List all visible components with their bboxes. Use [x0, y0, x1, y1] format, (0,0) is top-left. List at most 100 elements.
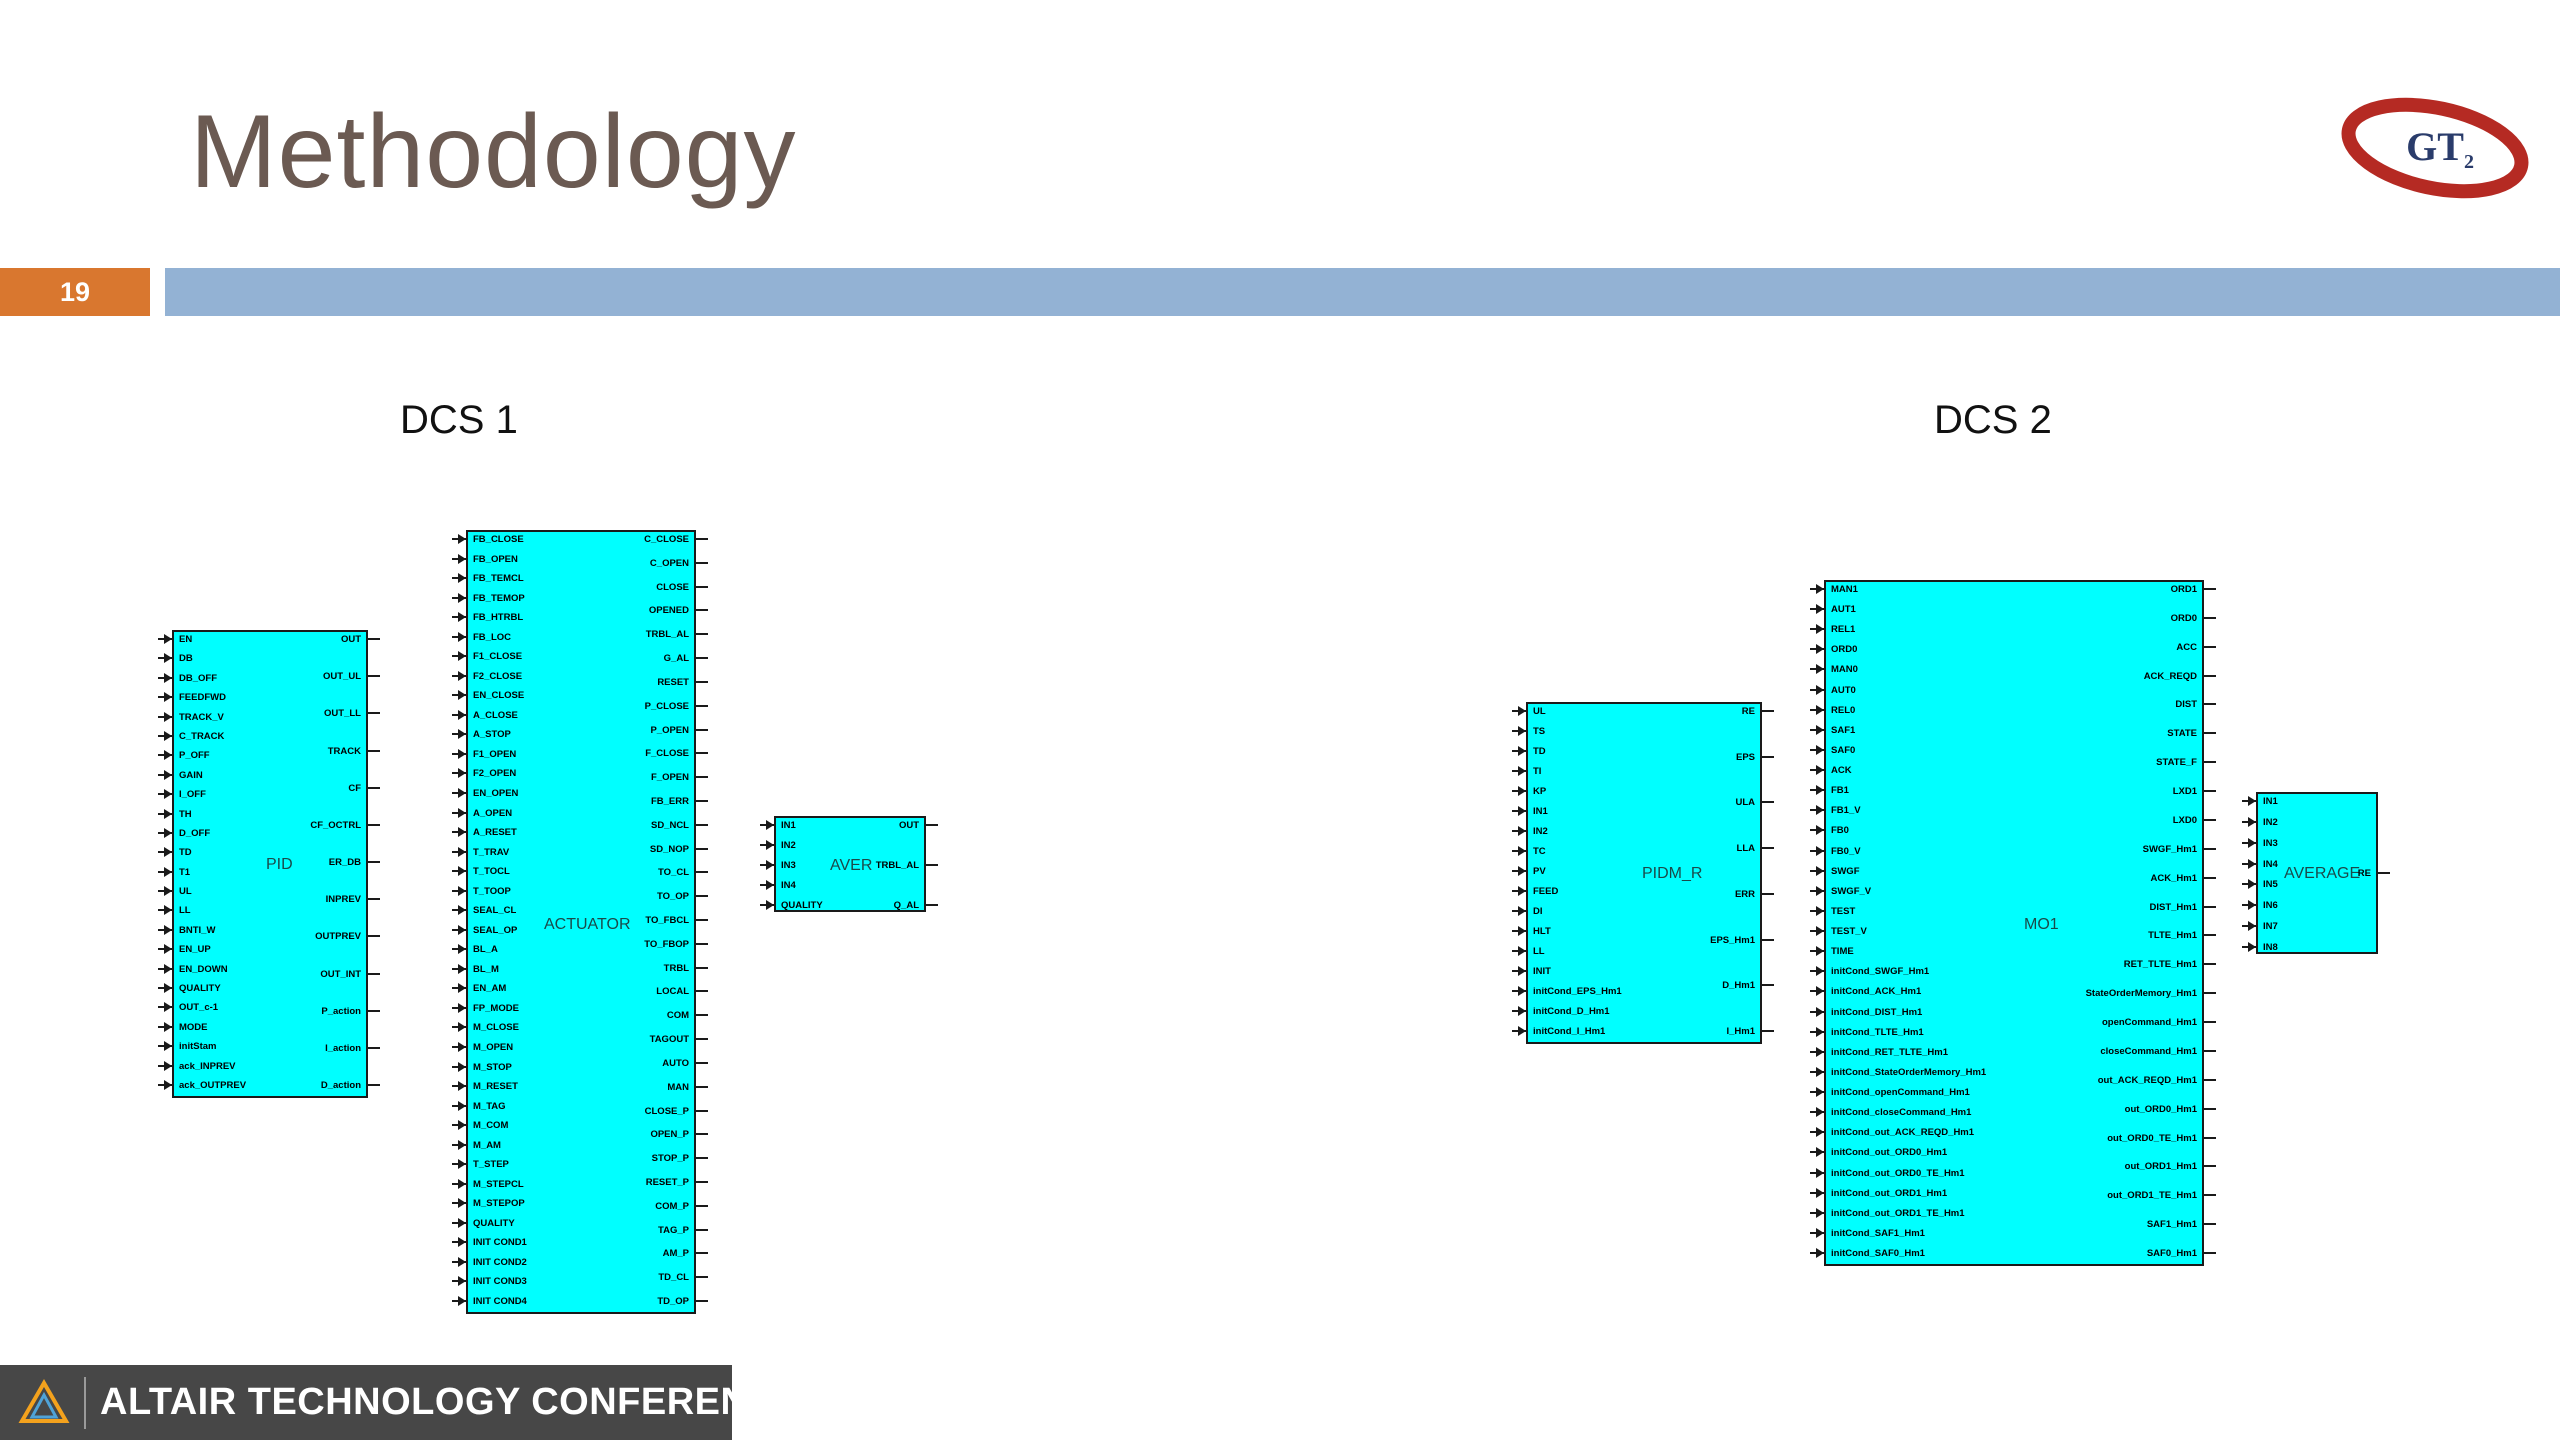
pidm-r-output-wire	[1762, 892, 1774, 895]
actuator-input-pin: FB_HTRBL	[473, 612, 524, 624]
mo1-output-pin: ACK_REQD	[2143, 670, 2197, 682]
mo1-input-arrow-icon	[1816, 604, 1824, 615]
average-input-pin: IN8	[2263, 942, 2278, 953]
actuator-input-arrow-icon	[458, 846, 466, 857]
average-input-pin: IN1	[2263, 796, 2278, 807]
pid-input-pin: QUALITY	[179, 983, 221, 995]
pid-input-arrow-icon	[164, 692, 172, 703]
pid-input-pin: D_OFF	[179, 827, 211, 839]
pid-input-pin: T1	[179, 866, 191, 878]
mo1-input-arrow-icon	[1816, 1127, 1824, 1138]
actuator-output-wire	[696, 1252, 708, 1255]
pid-output-pin: INPREV	[325, 894, 361, 906]
pidm-r-input-pin: FEED	[1533, 886, 1559, 897]
actuator-output-wire	[696, 1228, 708, 1231]
pid-input-arrow-icon	[164, 1041, 172, 1052]
aver-input-pin: IN3	[781, 860, 796, 871]
actuator-input-arrow-icon	[458, 592, 466, 603]
actuator-output-wire	[696, 1276, 708, 1279]
pidm-r-input-arrow-icon	[1518, 906, 1526, 916]
pidm-r-input-pin: TD	[1533, 746, 1546, 757]
pidm-r-label: PIDM_R	[1642, 865, 1703, 882]
actuator-output-pin: SD_NCL	[650, 819, 689, 831]
actuator-output-wire	[696, 1180, 708, 1183]
pidm-r-input-pin: INIT	[1533, 966, 1551, 977]
actuator-input-pin: F1_OPEN	[473, 748, 517, 760]
mo1-input-arrow-icon	[1816, 785, 1824, 796]
pid-output-wire	[368, 823, 380, 826]
mo1-output-pin: STATE_F	[2156, 757, 2197, 769]
aver-input-arrow-icon	[766, 840, 774, 850]
footer-separator	[84, 1377, 86, 1429]
actuator-input-pin: FB_LOC	[473, 631, 511, 643]
mo1-output-pin: STATE	[2167, 728, 2197, 740]
mo1-input-pin: SAF1	[1831, 724, 1856, 736]
pid-output-pin: OUT_UL	[323, 671, 361, 683]
aver-input-pin: IN1	[781, 820, 796, 831]
actuator-input-pin: FB_CLOSE	[473, 534, 524, 545]
mo1-input-arrow-icon	[1816, 885, 1824, 896]
actuator-output-pin: OPEN_P	[650, 1129, 689, 1141]
pid-input-arrow-icon	[164, 1021, 172, 1032]
mo1-output-wire	[2204, 1078, 2216, 1081]
pid-input-pin: DB_OFF	[179, 672, 217, 684]
actuator-output-pin: TRBL_AL	[645, 629, 689, 641]
actuator-input-arrow-icon	[458, 905, 466, 916]
actuator-output-pin: F_OPEN	[650, 772, 689, 784]
actuator-input-arrow-icon	[458, 788, 466, 798]
actuator-input-pin: T_TRAV	[473, 846, 510, 858]
aver-output-pin: TRBL_AL	[875, 860, 919, 871]
actuator-input-pin: INIT COND3	[473, 1276, 527, 1288]
pid-output-wire	[368, 749, 380, 752]
aver-input-pin: IN2	[781, 840, 796, 851]
actuator-input-arrow-icon	[458, 748, 466, 759]
actuator-output-wire	[696, 680, 708, 683]
actuator-input-arrow-icon	[458, 827, 466, 838]
actuator-output-wire	[696, 919, 708, 921]
pid-input-pin: TH	[179, 808, 192, 820]
average-input-pin: IN6	[2263, 900, 2278, 912]
pidm-r-output-wire	[1762, 710, 1774, 712]
actuator-output-wire	[696, 942, 708, 945]
actuator-input-arrow-icon	[458, 866, 466, 877]
actuator-input-pin: F2_CLOSE	[473, 670, 523, 682]
mo1-output-wire	[2204, 1223, 2216, 1226]
mo1-input-pin: initCond_SAF0_Hm1	[1831, 1248, 1925, 1259]
pid-label: PID	[266, 856, 293, 873]
pid-output-pin: CF_OCTRL	[310, 819, 361, 831]
pidm-r-input-arrow-icon	[1518, 726, 1526, 736]
mo1-input-pin: initCond_out_ORD1_Hm1	[1831, 1187, 1948, 1199]
pid-input-pin: EN_DOWN	[179, 963, 228, 975]
mo1-input-arrow-icon	[1816, 805, 1824, 816]
pidm-r-input-arrow-icon	[1518, 826, 1526, 836]
aver-output-pin: OUT	[898, 820, 919, 831]
actuator-input-arrow-icon	[458, 612, 466, 623]
actuator-input-arrow-icon	[458, 1217, 466, 1228]
actuator-output-wire	[696, 847, 708, 850]
actuator-output-wire	[696, 1061, 708, 1064]
actuator-input-arrow-icon	[458, 924, 466, 935]
actuator-input-pin: F2_OPEN	[473, 768, 517, 780]
mo1-input-pin: ACK	[1831, 765, 1852, 777]
pidm-r-input-pin: LL	[1533, 946, 1545, 957]
mo1-input-arrow-icon	[1816, 664, 1824, 675]
pid-input-arrow-icon	[164, 789, 172, 800]
mo1-input-arrow-icon	[1816, 724, 1824, 735]
actuator-input-arrow-icon	[458, 651, 466, 662]
actuator-output-pin: TO_FBOP	[644, 938, 689, 950]
actuator-input-pin: F1_CLOSE	[473, 651, 523, 663]
actuator-output-pin: TRBL	[663, 962, 689, 974]
mo1-output-wire	[2204, 616, 2216, 619]
average-input-arrow-icon	[2248, 900, 2256, 911]
mo1-input-arrow-icon	[1816, 1026, 1824, 1037]
pidm-r-output-wire	[1762, 984, 1774, 987]
average-label: AVERAGE	[2284, 865, 2361, 882]
mo1-input-pin: SWGF_V	[1831, 885, 1872, 897]
pidm-r-output-pin: ULA	[1735, 797, 1755, 809]
pid-output-wire	[368, 1046, 380, 1049]
pid-input-pin: LL	[179, 905, 191, 917]
pid-output-pin: OUTPREV	[315, 931, 361, 943]
